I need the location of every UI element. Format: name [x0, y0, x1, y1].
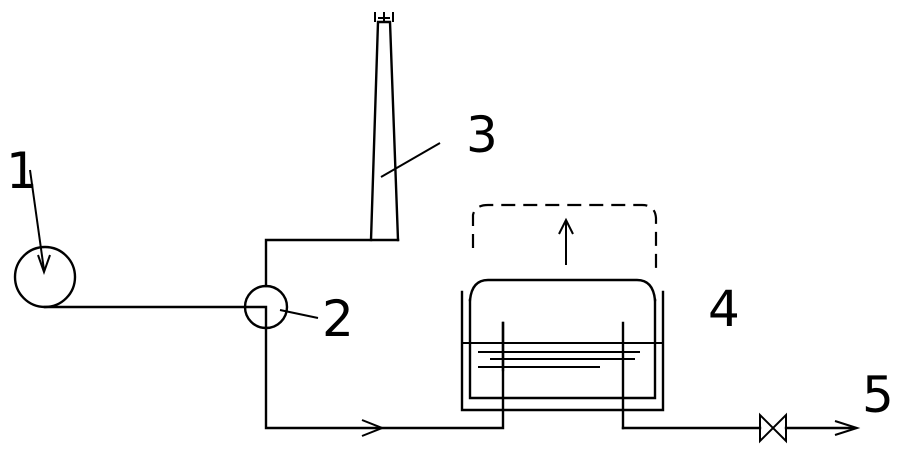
flow-arrow-to-tank — [361, 419, 385, 437]
leader-1 — [29, 169, 45, 271]
component-2 — [243, 284, 319, 330]
component-2-elbow — [244, 305, 268, 330]
label-4: 4 — [708, 280, 740, 338]
tank-lid — [468, 278, 657, 302]
lid-lift-arrowhead — [558, 217, 574, 235]
component-3-chimney — [369, 12, 441, 242]
leader-3 — [380, 142, 441, 178]
lid-raised-outline — [471, 203, 658, 268]
chimney-cap — [374, 12, 394, 22]
leader-1-arrowhead — [37, 254, 51, 276]
pipe-2-to-tank — [264, 321, 505, 430]
valve-body — [759, 412, 787, 444]
label-3: 3 — [466, 106, 498, 164]
label-1: 1 — [6, 142, 38, 200]
component-4-tank — [460, 203, 665, 430]
outlet-arrowhead — [834, 420, 861, 436]
label-2: 2 — [322, 290, 354, 348]
pipe-2-to-chimney — [264, 238, 400, 288]
tank-inner — [468, 298, 657, 400]
leader-2 — [279, 309, 319, 319]
chimney-body — [369, 20, 400, 242]
fan-circle — [13, 245, 77, 309]
label-5: 5 — [862, 366, 894, 424]
tank-outer — [460, 290, 665, 412]
valve — [759, 412, 787, 444]
